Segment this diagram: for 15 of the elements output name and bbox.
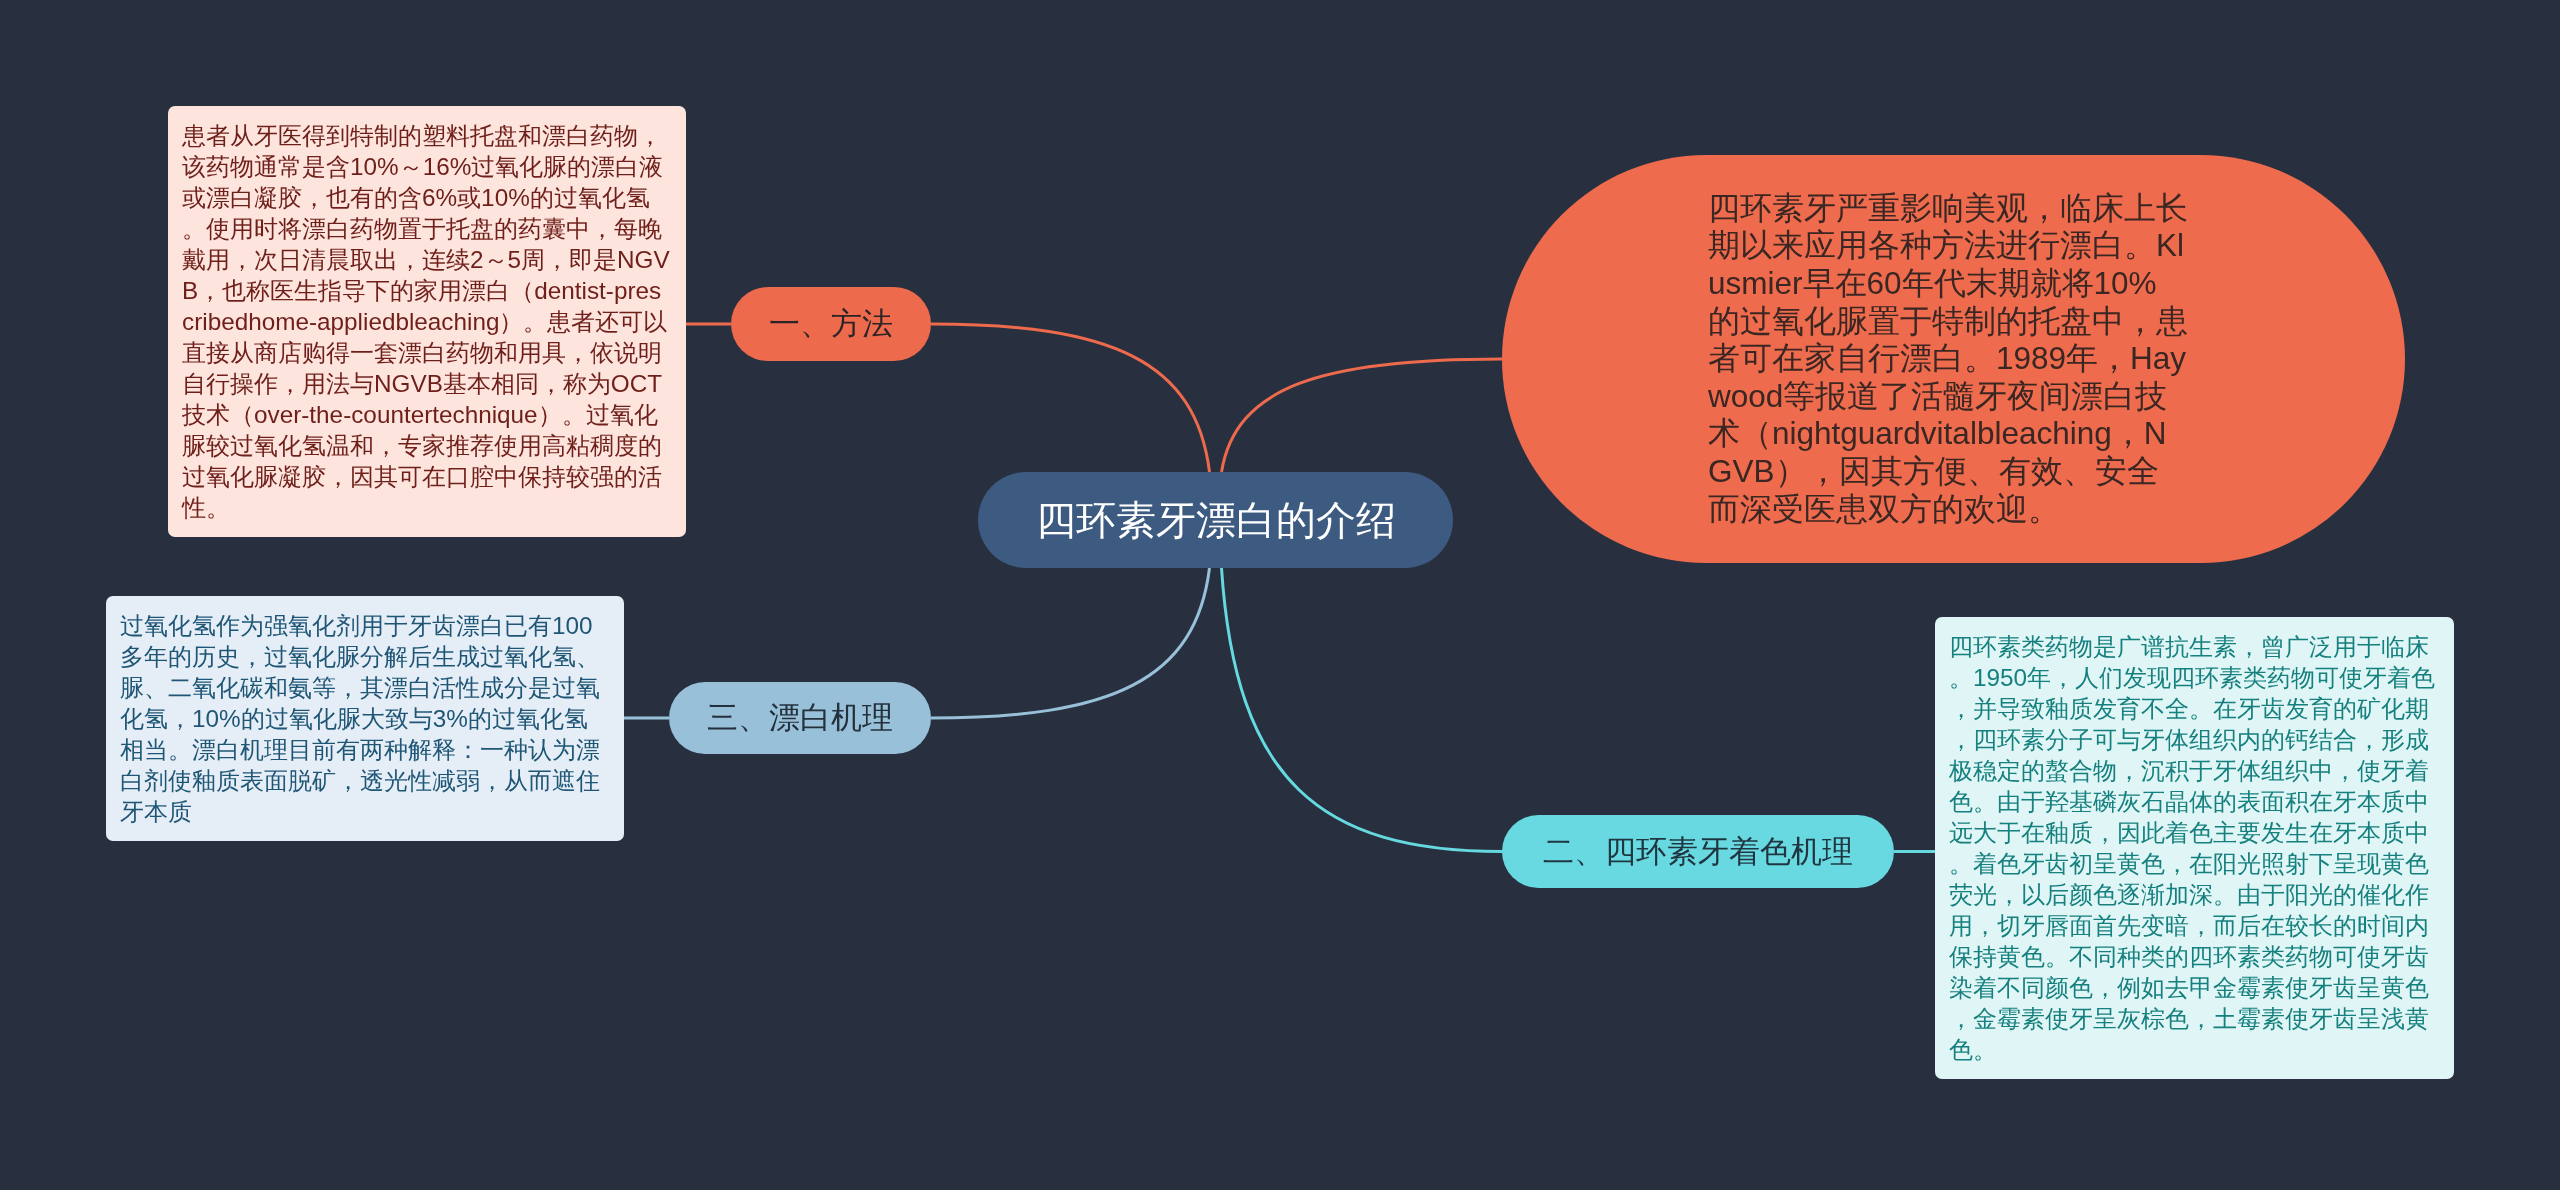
note-card: 过氧化氢作为强氧化剂用于牙齿漂白已有100多年的历史，过氧化脲分解后生成过氧化氢、脲、二氧化碳和氨等，其漂白活性成分是过氧化氢，10%的过氧化脲大致与3%的过氧化氢相当。漂白机理目前有两种解释：一种认为漂白剂使釉质表面脱矿，透光性减弱，从而遮住牙本质 xyxy=(106,596,624,841)
note-card: 四环素类药物是广谱抗生素，曾广泛用于临床。1950年，人们发现四环素类药物可使牙着色，并导致釉质发育不全。在牙齿发育的矿化期，四环素分子可与牙体组织内的钙结合，形成极稳定的螯合物，沉积于牙体组织中，使牙着色。由于羟基磷灰石晶体的表面积在牙本质中远大于在釉质，因此着色主要发生在牙本质中。着色牙齿初呈黄色，在阳光照射下呈现黄色荧光，以后颜色逐渐加深。由于阳光的催化作用，切牙唇面首先变暗，而后在较长的时间内保持黄色。不同种类的四环素类药物可使牙齿染着不同颜色，例如去甲金霉素使牙齿呈黄色，金霉素使牙呈灰棕色，土霉素使牙齿呈浅黄色。 xyxy=(1935,617,2454,1079)
connector-line xyxy=(1894,850,1935,853)
note-card: 患者从牙医得到特制的塑料托盘和漂白药物，该药物通常是含10%～16%过氧化脲的漂白液或漂白凝胶，也有的含6%或10%的过氧化氢。使用时将漂白药物置于托盘的药囊中，每晚戴用，次日清晨取出，连续2～5周，即是NGVB，也称医生指导下的家用漂白（dentist-prescribedhome-appliedbleaching）。患者还可以直接从商店购得一套漂白药物和用具，依说明自行操作，用法与NGVB基本相同，称为OCT技术（over-the-countertechnique）。过氧化脲较过氧化氢温和，专家推荐使用高粘稠度的过氧化脲凝胶，因其可在口腔中保持较强的活性。 xyxy=(168,106,686,537)
connector-curve xyxy=(930,567,1211,720)
connector-curve xyxy=(930,322,1211,473)
branch-topic-pill: 二、四环素牙着色机理 xyxy=(1502,815,1894,888)
branch-topic-pill: 一、方法 xyxy=(731,287,931,361)
connector-line xyxy=(624,716,669,720)
central-topic-pill: 四环素牙漂白的介绍 xyxy=(978,472,1453,568)
connector-line xyxy=(686,322,731,326)
connector-curve xyxy=(1220,567,1503,853)
connector-curve xyxy=(1220,357,1503,473)
branch-topic-pill: 三、漂白机理 xyxy=(669,682,931,754)
note-pill: 四环素牙严重影响美观，临床上长期以来应用各种方法进行漂白。Klusmier早在60年代末期就将10%的过氧化脲置于特制的托盘中，患者可在家自行漂白。1989年，Haywood等报道了活髓牙夜间漂白技术（nightguardvitalbleaching，NGVB），因其方便、有效、安全而深受医患双方的欢迎。 xyxy=(1502,155,2405,563)
